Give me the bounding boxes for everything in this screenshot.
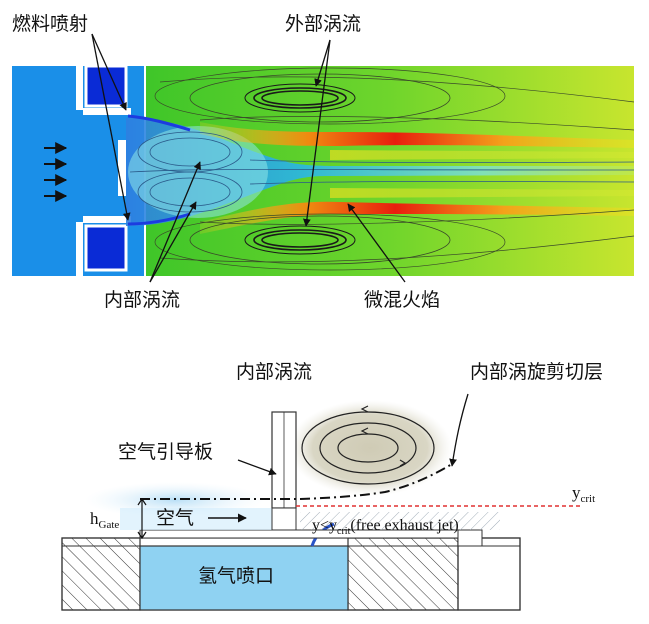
- central-jet: [126, 118, 634, 226]
- top-leader-lines: [91, 33, 406, 283]
- label-hydrogen-nozzle: 氢气喷口: [198, 565, 274, 587]
- fuel-injector-lower: [84, 224, 128, 272]
- label-air-guide-plate: 空气引导板: [118, 441, 213, 463]
- label-inner-vortex-top: 内部涡流: [104, 289, 180, 311]
- label-inner-vortex-shear-layer: 内部涡旋剪切层: [470, 361, 603, 383]
- upper-flame-sheet: [200, 122, 634, 148]
- hydrogen-nozzle: [139, 545, 349, 611]
- air-guide-strip: [118, 140, 126, 196]
- label-fuel-injection: 燃料喷射: [12, 13, 88, 35]
- schematic-panel: 内部涡流 内部涡旋剪切层 空气引导板 hGate 空气 ycrit y<ycri…: [61, 361, 603, 611]
- shear-layer-path: [140, 463, 453, 500]
- hgate-dimension: [137, 497, 147, 540]
- inner-vortex-streamlines: [129, 131, 635, 213]
- air-gate-channel: [120, 508, 296, 530]
- bottom-leader-lines: [237, 393, 469, 476]
- label-outer-vortex: 外部涡流: [285, 13, 361, 35]
- outer-vortex-lower-streamlines: [154, 209, 635, 271]
- outer-vortex-upper-streamlines: [154, 67, 635, 131]
- inlet-flow-arrows: [44, 142, 68, 202]
- free-exhaust-region: [300, 512, 500, 530]
- label-y-crit: ycrit: [572, 483, 595, 505]
- inner-vortex-spiral: [301, 405, 435, 485]
- cfd-panel: 燃料喷射 外部涡流 内部涡流 微混火焰: [12, 13, 635, 311]
- label-micromix-flame: 微混火焰: [364, 289, 440, 311]
- label-h-gate: hGate: [90, 509, 119, 531]
- label-air: 空气: [156, 507, 194, 529]
- fuel-injector-upper: [84, 64, 128, 108]
- label-free-exhaust-jet: y<ycrit(free exhaust jet): [312, 517, 459, 537]
- label-inner-vortex-bottom: 内部涡流: [236, 361, 312, 383]
- vortex-cloud: [288, 400, 452, 496]
